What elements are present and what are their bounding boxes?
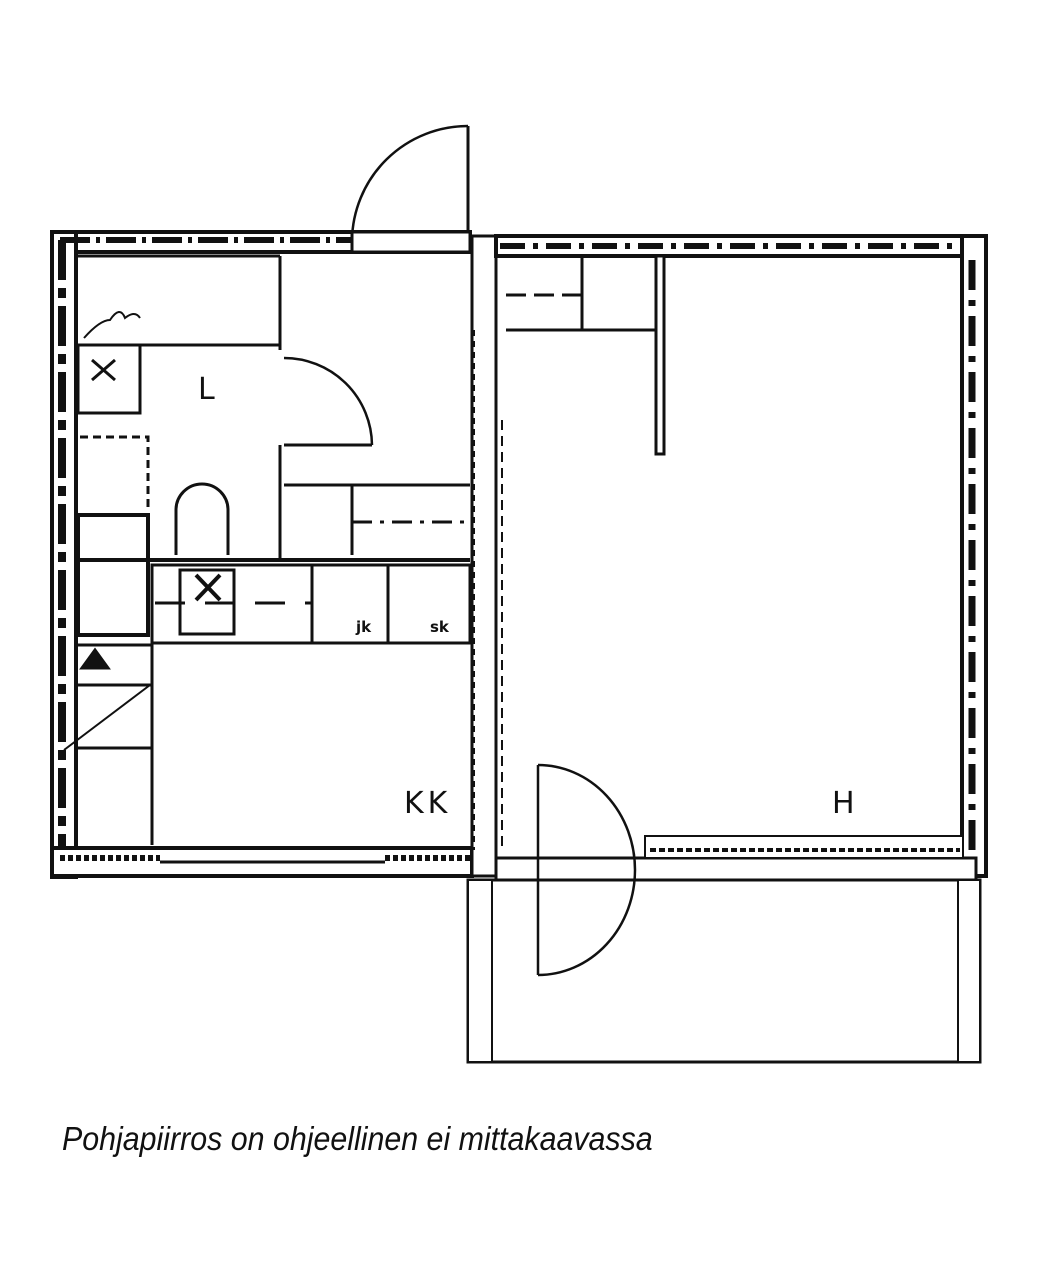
fixture-label-jk: jk <box>356 618 372 636</box>
toilet <box>174 482 230 555</box>
room-label-kitchenette: KK <box>404 786 452 821</box>
window-wall-H <box>494 856 978 882</box>
disclaimer-caption: Pohjapiirros on ohjeellinen ei mittakaav… <box>62 1120 653 1157</box>
room-label-room: H <box>832 786 859 821</box>
balcony <box>466 878 982 1064</box>
central-wall <box>470 234 498 878</box>
entry-door-swing <box>350 124 469 241</box>
room-label-bathroom: L <box>198 372 219 407</box>
floor-plan-drawing <box>50 124 988 1064</box>
fixture-label-sk: sk <box>430 618 449 636</box>
